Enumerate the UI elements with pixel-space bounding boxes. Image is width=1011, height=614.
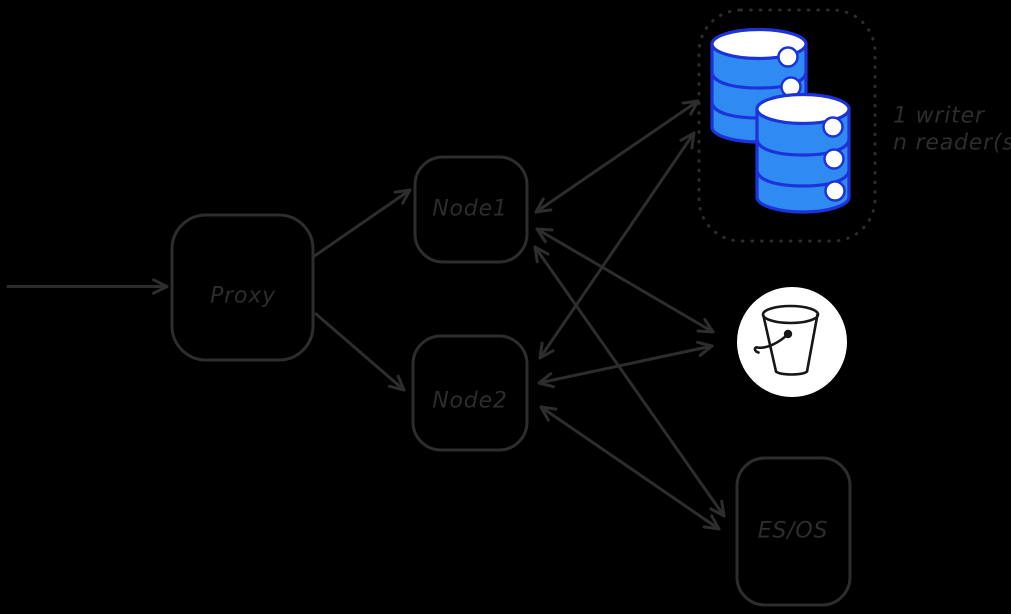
bucket-rim (761, 304, 820, 325)
arrowhead (702, 514, 721, 531)
arrow-proxy-to-node2 (314, 312, 406, 392)
connector-line (533, 245, 726, 518)
arrowhead (696, 318, 715, 334)
arrow-node1-db (534, 99, 700, 214)
arrow-node2-esos (539, 405, 721, 531)
arrowhead (679, 131, 696, 150)
cylinder-band (755, 138, 851, 157)
node1-box (413, 155, 529, 264)
node1-label: Node1 (432, 197, 507, 222)
arrow-node2-db (538, 131, 696, 360)
cylinder-band (755, 169, 851, 188)
cylinder-dot (823, 148, 845, 170)
cylinder-dot (822, 116, 844, 138)
bucket-handle-dot (783, 329, 793, 339)
cylinder-band (710, 71, 808, 90)
arrowhead (393, 188, 412, 205)
arrow-proxy-to-node1 (311, 188, 412, 259)
bucket-circle (737, 287, 847, 397)
bucket-handle (753, 332, 790, 354)
arrow-node1-bucket (535, 227, 715, 334)
connector-line (535, 227, 715, 334)
arrowhead (152, 278, 169, 295)
arrowhead (709, 499, 726, 518)
db-cluster-group: 1 writer n reader(s) (697, 8, 1011, 243)
database-cylinder-front (755, 92, 851, 214)
connector-line (314, 312, 406, 392)
connector-line (311, 188, 412, 259)
arrowhead (538, 341, 555, 360)
arrow-node1-esos (533, 245, 726, 518)
arrow-inbound-to-proxy (6, 278, 169, 295)
node1-node: Node1 (413, 155, 529, 264)
proxy-label: Proxy (210, 284, 276, 309)
cylinder-dot (777, 46, 799, 68)
esos-box (735, 456, 852, 607)
connector-line (534, 99, 700, 214)
arrowhead (681, 99, 700, 116)
bucket-right-side (805, 313, 819, 373)
esos-node: ES/OS (735, 456, 852, 607)
arrow-node2-bucket (537, 340, 714, 389)
arrowhead (535, 227, 554, 243)
arrowhead (696, 340, 714, 357)
node2-label: Node2 (432, 389, 507, 414)
proxy-node: Proxy (170, 213, 315, 362)
db-note-line2: n reader(s) (893, 131, 1011, 156)
esos-label: ES/OS (758, 519, 829, 544)
arrowhead (388, 374, 406, 392)
node2-box (411, 334, 529, 452)
arrowhead (534, 197, 553, 214)
db-cluster-dashed-box (697, 8, 877, 243)
connector-line (538, 131, 696, 360)
connector-line (539, 405, 721, 531)
db-note-line1: 1 writer (893, 104, 986, 129)
connector-line (537, 344, 714, 385)
cylinder-dot (824, 180, 846, 202)
node2-node: Node2 (411, 334, 529, 452)
bucket-bottom (774, 370, 809, 376)
proxy-box (170, 213, 315, 362)
arrows-layer (6, 99, 726, 531)
cylinder-top (755, 92, 851, 126)
arrowhead (533, 245, 550, 264)
arrowhead (539, 405, 558, 422)
database-icon (710, 27, 851, 214)
bucket-icon (737, 287, 847, 397)
bucket-left-side (762, 314, 778, 373)
arrowhead (537, 372, 555, 389)
